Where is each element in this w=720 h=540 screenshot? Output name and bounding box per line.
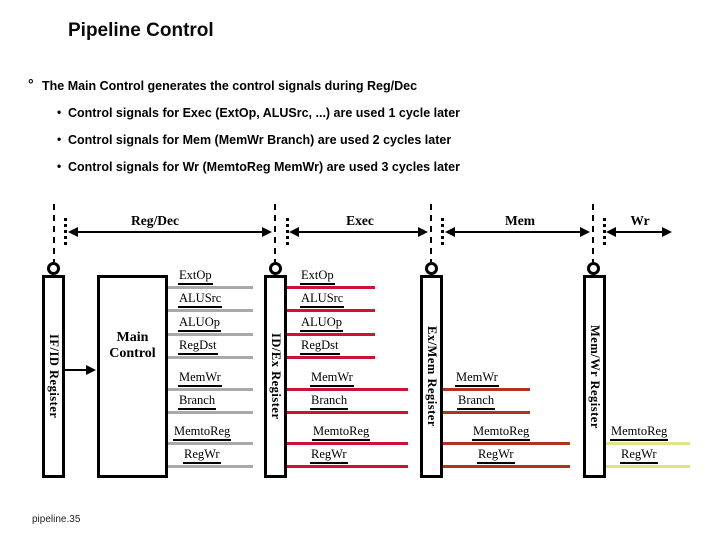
signal-label-alusrc-decode: ALUSrc xyxy=(178,291,223,308)
clock-skew-dotted-line xyxy=(64,218,67,245)
signal-label-regdst-exec: RegDst xyxy=(300,338,340,355)
signal-label-extop-exec: ExtOp xyxy=(300,268,335,285)
signal-label-regwr-wr: RegWr xyxy=(620,447,658,464)
clock-node-icon xyxy=(425,262,438,275)
stage-label-wr: Wr xyxy=(630,213,650,228)
register-idex: ID/Ex Register xyxy=(264,275,287,478)
register-memwr-label: Mem/Wr Register xyxy=(588,324,602,429)
ifid-to-control-line xyxy=(65,369,86,371)
sub-bullet-text: Control signals for Mem (MemWr Branch) a… xyxy=(68,133,452,147)
signal-line-extop-decode xyxy=(168,286,253,289)
signal-label-memwr-exec: MemWr xyxy=(310,370,354,387)
main-bullet-marker: ° xyxy=(28,76,34,92)
stage-span-line xyxy=(78,231,262,233)
signal-label-memwr-decode: MemWr xyxy=(178,370,222,387)
signal-line-branch-decode xyxy=(168,411,253,414)
main-control-block: Main Control xyxy=(97,275,168,478)
sub-bullet-text: Control signals for Wr (MemtoReg MemWr) … xyxy=(68,160,460,174)
signal-line-alusrc-exec xyxy=(287,309,375,312)
signal-label-aluop-decode: ALUOp xyxy=(178,315,221,332)
stage-label-exec: Exec xyxy=(346,213,374,228)
register-exmem-label: Ex/Mem Register xyxy=(425,326,439,427)
signal-line-memtoreg-exec xyxy=(287,442,408,445)
stage-arrowhead-left xyxy=(606,227,616,237)
stage-boundary-dashed-line xyxy=(430,204,432,262)
signal-label-regwr-decode: RegWr xyxy=(183,447,221,464)
main-control-label-line2: Control xyxy=(109,346,156,362)
signal-label-aluop-exec: ALUOp xyxy=(300,315,343,332)
register-exmem: Ex/Mem Register xyxy=(420,275,443,478)
signal-line-branch-exec xyxy=(287,411,408,414)
clock-skew-dotted-line xyxy=(441,218,444,245)
stage-span-line xyxy=(616,231,662,233)
stage-arrowhead-right xyxy=(418,227,428,237)
stage-arrowhead-right xyxy=(580,227,590,237)
clock-node-icon xyxy=(587,262,600,275)
signal-label-branch-mem: Branch xyxy=(457,393,496,410)
signal-label-memwr-mem: MemWr xyxy=(455,370,499,387)
sub-bullet-marker: • xyxy=(57,132,62,146)
signal-label-memtoreg-wr: MemtoReg xyxy=(610,424,669,441)
register-ifid: IF/ID Register xyxy=(42,275,65,478)
sub-bullet-marker: • xyxy=(57,105,62,119)
signal-line-regdst-decode xyxy=(168,356,253,359)
main-bullet-text: The Main Control generates the control s… xyxy=(42,79,418,93)
signal-line-memwr-decode xyxy=(168,388,253,391)
signal-label-memtoreg-mem: MemtoReg xyxy=(472,424,531,441)
sub-bullet-marker: • xyxy=(57,159,62,173)
page-title: Pipeline Control xyxy=(68,20,214,41)
signal-label-branch-exec: Branch xyxy=(310,393,349,410)
signal-line-memwr-mem xyxy=(443,388,530,391)
slide-footer: pipeline.35 xyxy=(32,514,81,525)
register-idex-label: ID/Ex Register xyxy=(269,333,283,420)
ifid-to-control-arrowhead xyxy=(86,365,96,375)
signal-label-extop-decode: ExtOp xyxy=(178,268,213,285)
signal-line-regwr-exec xyxy=(287,465,408,468)
stage-boundary-dashed-line xyxy=(53,204,55,262)
signal-line-memtoreg-decode xyxy=(168,442,253,445)
clock-node-icon xyxy=(47,262,60,275)
signal-label-regwr-mem: RegWr xyxy=(477,447,515,464)
signal-line-regwr-wr xyxy=(606,465,690,468)
signal-label-branch-decode: Branch xyxy=(178,393,217,410)
clock-skew-dotted-line xyxy=(603,218,606,245)
register-memwr: Mem/Wr Register xyxy=(583,275,606,478)
stage-label-regdec: Reg/Dec xyxy=(131,213,179,228)
signal-label-regwr-exec: RegWr xyxy=(310,447,348,464)
signal-line-alusrc-decode xyxy=(168,309,253,312)
signal-line-memtoreg-wr xyxy=(606,442,690,445)
stage-label-mem: Mem xyxy=(505,213,535,228)
stage-arrowhead-right xyxy=(262,227,272,237)
signal-line-aluop-decode xyxy=(168,333,253,336)
stage-arrowhead-left xyxy=(68,227,78,237)
clock-node-icon xyxy=(269,262,282,275)
stage-arrowhead-left xyxy=(289,227,299,237)
signal-line-extop-exec xyxy=(287,286,375,289)
signal-line-branch-mem xyxy=(443,411,530,414)
signal-label-memtoreg-decode: MemtoReg xyxy=(173,424,232,441)
stage-arrowhead-right xyxy=(662,227,672,237)
signal-label-alusrc-exec: ALUSrc xyxy=(300,291,345,308)
stage-span-line xyxy=(299,231,418,233)
signal-line-memwr-exec xyxy=(287,388,408,391)
sub-bullet-text: Control signals for Exec (ExtOp, ALUSrc,… xyxy=(68,106,461,120)
clock-skew-dotted-line xyxy=(286,218,289,245)
signal-line-regdst-exec xyxy=(287,356,375,359)
stage-arrowhead-left xyxy=(445,227,455,237)
stage-boundary-dashed-line xyxy=(592,204,594,262)
main-control-label-line1: Main xyxy=(116,330,149,345)
stage-boundary-dashed-line xyxy=(274,204,276,262)
signal-label-regdst-decode: RegDst xyxy=(178,338,218,355)
signal-label-memtoreg-exec: MemtoReg xyxy=(312,424,371,441)
signal-line-regwr-decode xyxy=(168,465,253,468)
stage-span-line xyxy=(455,231,580,233)
signal-line-regwr-mem xyxy=(443,465,570,468)
signal-line-memtoreg-mem xyxy=(443,442,570,445)
register-ifid-label: IF/ID Register xyxy=(47,334,61,419)
signal-line-aluop-exec xyxy=(287,333,375,336)
